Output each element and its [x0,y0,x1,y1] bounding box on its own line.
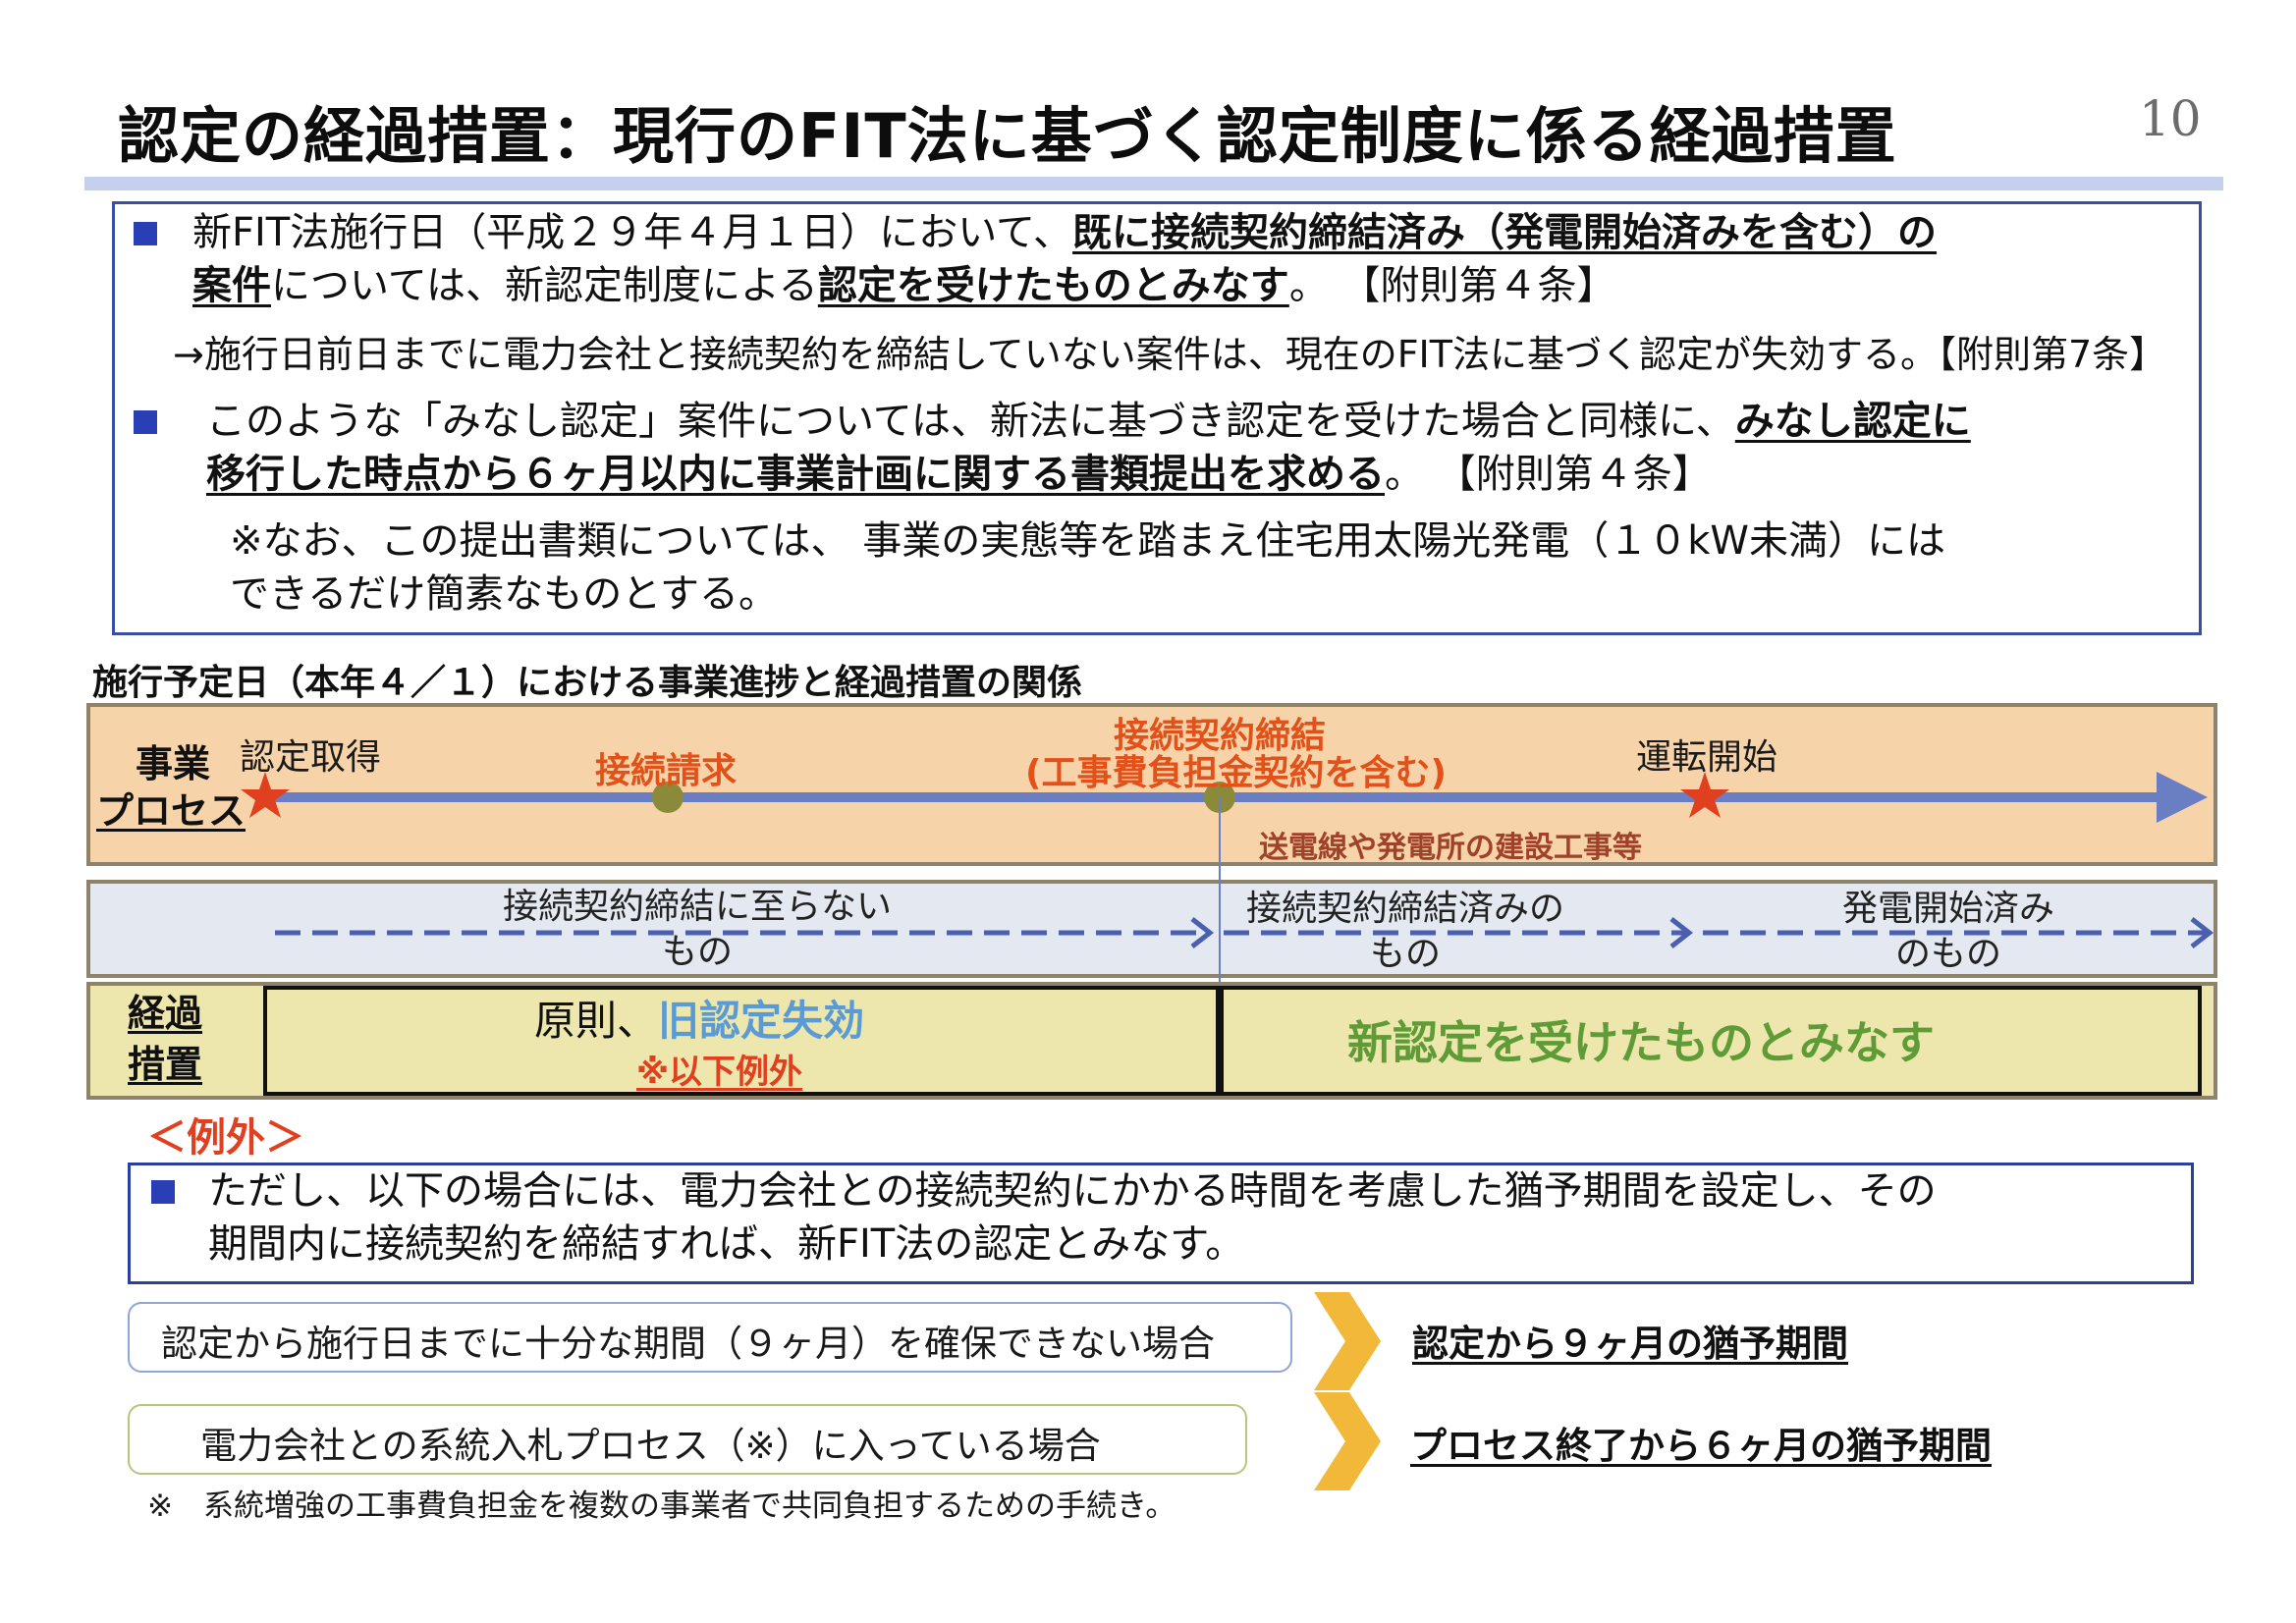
arrow-right-icon [1314,1292,1381,1390]
category-2-label-2: もの [1369,934,1441,974]
provision-1-line-1: 新FIT法施行日（平成２９年４月１日）において、既に接続契約締結済み（発電開始済… [192,210,1938,255]
case-1-box [128,1302,1292,1373]
exceptions-box [128,1163,2194,1284]
provisions-box [112,201,2202,635]
invalidation-text: 原則、旧認定失効 [534,997,865,1045]
arrow-right-icon [1314,1392,1381,1490]
case-1-text: 認定から施行日までに十分な期間（９ヶ月）を確保できない場合 [161,1323,1215,1365]
cat2-arrowhead-icon [1669,917,1694,948]
timeline-section-label: 施行予定日（本年４／１）における事業進捗と経過措置の関係 [92,663,1083,703]
process-arrowhead-icon [2157,772,2208,823]
page-number: 10 [2139,90,2202,147]
milestone-contract-label-2: (工事費負担金契約を含む) [1025,753,1447,793]
provision-2-line-2: 移行した時点から６ヶ月以内に事業計画に関する書類提出を求める。 【附則第４条】 [206,452,1712,497]
footnote: ※ 系統増強の工事費負担金を複数の事業者で共同負担するための手続き。 [147,1488,1176,1524]
milestone-request-label: 接続請求 [595,751,738,791]
category-2-label-1: 接続契約締結済みの [1245,889,1564,929]
exceptions-heading: ＜例外＞ [147,1115,304,1161]
note-line-2: できるだけ簡素なものとする。 [230,571,778,617]
milestone-operation-label: 運転開始 [1636,737,1778,778]
category-3-label-1: 発電開始済み [1841,889,2054,929]
provision-1-line-2: 案件については、新認定制度による認定を受けたものとみなす。 【附則第４条】 [192,263,1616,308]
provision-2-line-1: このような「みなし認定」案件については、新法に基づき認定を受けた場合と同様に、み… [206,399,1971,444]
provision-1-consequence: →施行日前日までに電力会社と接続契約を締結していない案件は、現在のFIT法に基づ… [173,333,2167,376]
case-2-box [128,1404,1247,1475]
result-2-text: プロセス終了から６ヶ月の猶予期間 [1410,1425,1992,1467]
process-label-2: プロセス [96,789,246,833]
page-title: 認定の経過措置：現行のFIT法に基づく認定制度に係る経過措置 [118,100,1897,172]
category-1-label-2: もの [661,932,733,972]
milestone-acquire-label: 認定取得 [240,737,382,778]
transition-label-2: 措置 [128,1043,203,1086]
milestone-contract-label-1: 接続契約締結 [1114,716,1327,756]
result-1-text: 認定から９ヶ月の猶予期間 [1412,1323,1848,1365]
construction-note: 送電線や発電所の建設工事等 [1259,831,1642,865]
milestone-request-dot [652,782,683,813]
bullet-icon [151,1180,175,1204]
exceptions-text-1: ただし、以下の場合には、電力会社との接続契約にかかる時間を考慮した猶予期間を設定… [208,1168,1937,1214]
bullet-icon [134,410,157,434]
transition-band [86,982,2217,1100]
bullet-icon [134,222,157,245]
process-label-1: 事業 [136,742,211,785]
star-operation-icon [1680,772,1729,818]
category-3-label-2: のもの [1894,934,2001,974]
transition-label-1: 経過 [128,992,203,1035]
deemed-text: 新認定を受けたものとみなす [1347,1016,1935,1069]
category-1-label-1: 接続契約締結に至らない [502,887,892,927]
exception-note: ※以下例外 [636,1053,803,1092]
category-band [86,880,2217,978]
transition-cell-deemed [1220,986,2202,1096]
cat3-arrowhead-icon [2190,917,2214,948]
title-rule [84,177,2223,190]
star-acquire-icon [241,772,290,818]
case-2-text: 電力会社との系統入札プロセス（※）に入っている場合 [200,1425,1101,1467]
cat1-arrowhead-icon [1190,917,1215,948]
exceptions-text-2: 期間内に接続契約を締結すれば、新FIT法の認定とみなす。 [208,1221,1245,1267]
note-line-1: ※なお、この提出書類については、 事業の実態等を踏まえ住宅用太陽光発電（１０kW… [230,518,1945,564]
process-band [86,703,2217,866]
transition-cell-invalid [263,986,1220,1096]
